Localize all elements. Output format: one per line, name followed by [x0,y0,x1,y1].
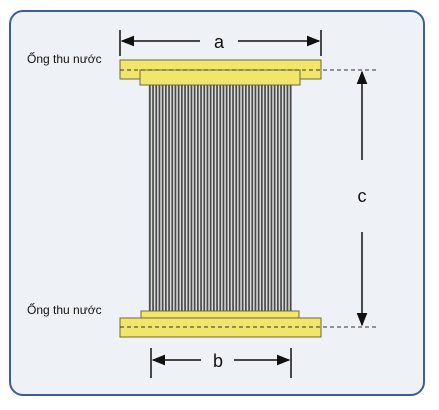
tube [219,85,222,311]
top-header-lip [139,69,301,86]
tube [235,85,238,311]
dim-b-label: b [213,351,223,371]
tube [289,85,292,311]
tube [267,85,270,311]
tube [277,85,279,311]
tube [187,85,190,311]
tube [280,85,282,311]
tube [286,85,289,311]
tube [184,85,186,311]
tube [283,85,286,311]
tube [213,85,215,311]
tube [149,85,151,311]
tube [155,85,158,311]
tube [273,85,276,311]
tube [174,85,177,311]
tube [225,85,228,311]
tube [193,85,196,311]
tube [165,85,167,311]
tube [190,85,193,311]
tube [229,85,231,311]
tube [171,85,174,311]
tube [264,85,266,311]
bottom-pipe-label: Ống thu nước [27,302,102,317]
tube [161,85,164,311]
tube [158,85,161,311]
tube [181,85,183,311]
tube [216,85,218,311]
tube [241,85,244,311]
tube [197,85,199,311]
tube [257,85,260,311]
tube [245,85,247,311]
tube [232,85,234,311]
tube [152,85,154,311]
tube [251,85,254,311]
tube [238,85,241,311]
tube [203,85,206,311]
tube [206,85,209,311]
tube [168,85,170,311]
top-pipe-label: Ống thu nước [27,51,102,66]
dim-a-label: a [214,32,225,52]
tube [209,85,212,311]
tube [177,85,180,311]
tube [200,85,202,311]
tube [261,85,263,311]
tube [248,85,250,311]
tube [270,85,273,311]
tube-bundle [148,85,292,311]
dim-c-label: c [358,186,367,206]
tube [222,85,225,311]
tube [254,85,257,311]
